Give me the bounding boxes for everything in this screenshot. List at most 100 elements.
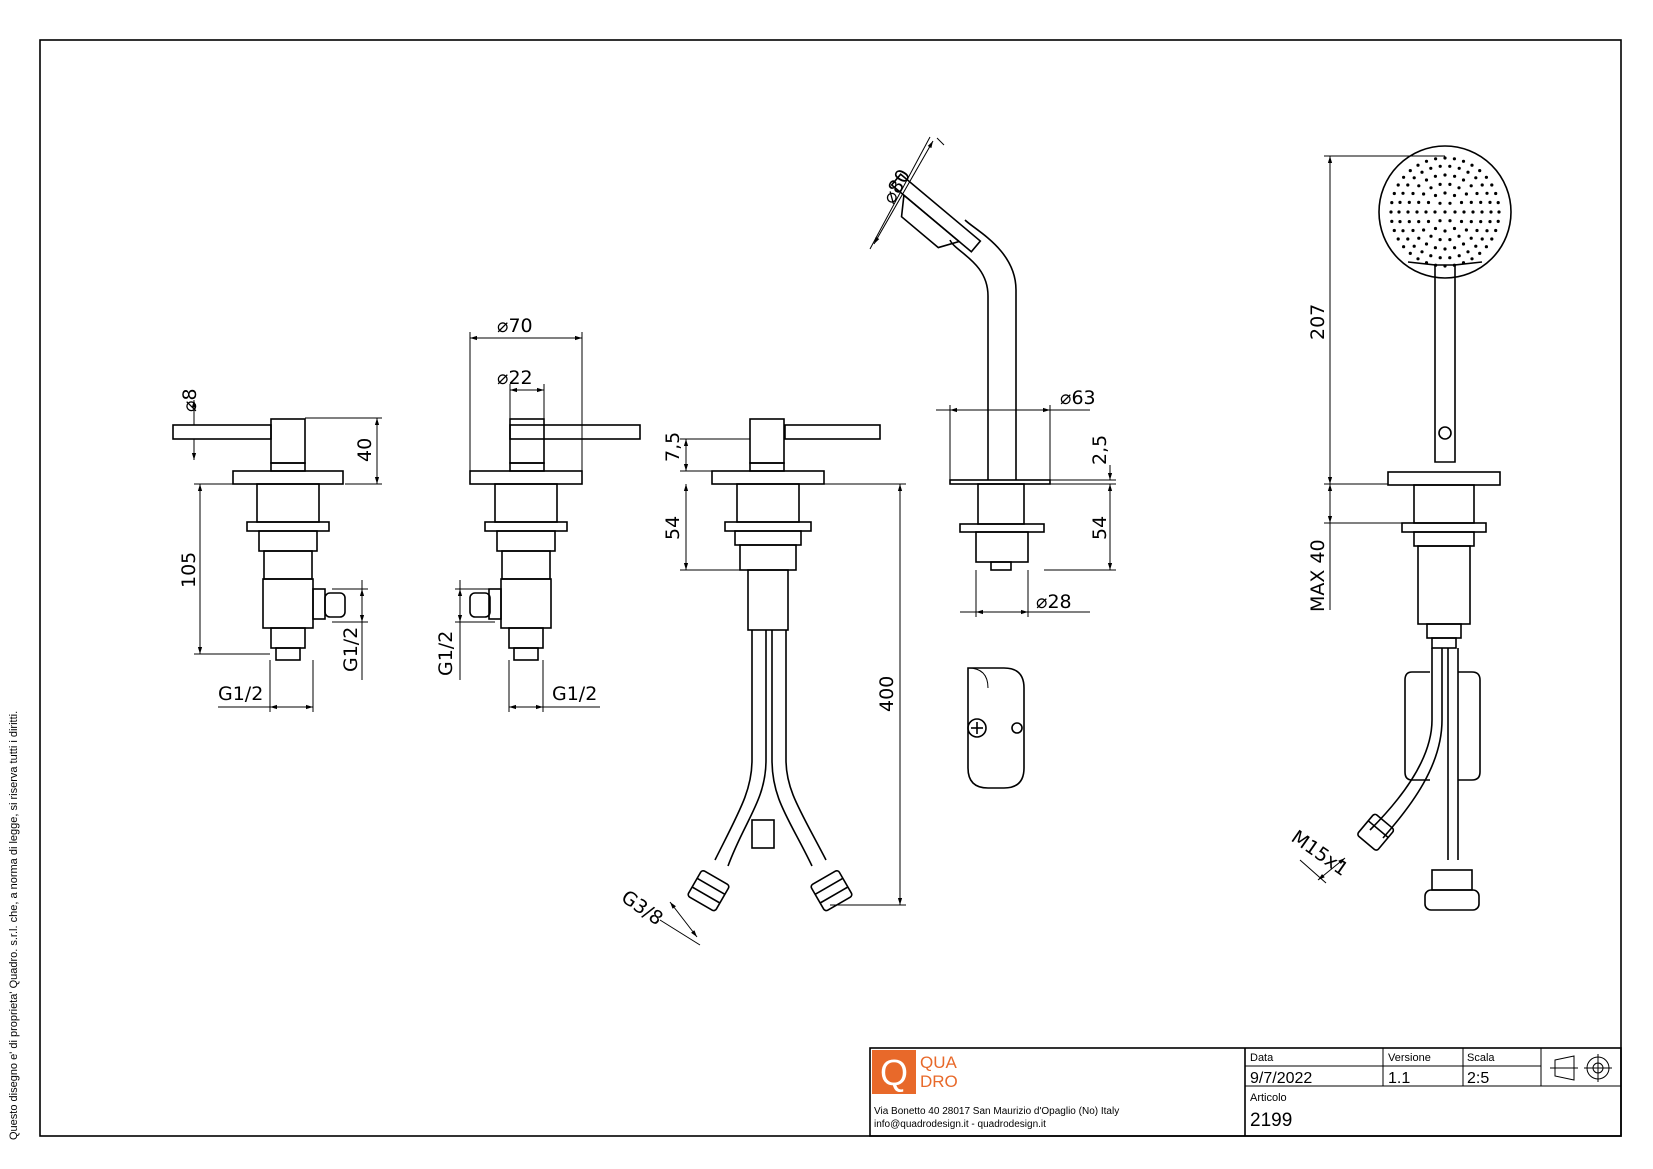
nozzle-dot — [1469, 220, 1473, 224]
quadro-logo: Q QUA DRO — [872, 1050, 958, 1094]
nozzle-dot — [1485, 191, 1489, 195]
nozzle-dot — [1490, 183, 1494, 187]
nozzle-dot — [1434, 157, 1438, 161]
nozzle-dot — [1453, 210, 1457, 214]
nozzle-dot — [1443, 191, 1447, 195]
holder-dims — [869, 136, 1116, 617]
nozzle-dot — [1478, 169, 1482, 173]
dim-g12-mid-bottom: G1/2 — [552, 683, 597, 705]
title-block: Q QUA DRO Via Bonetto 40 28017 San Mauri… — [869, 1047, 1622, 1137]
nozzle-dot — [1415, 210, 1419, 214]
nozzle-dot — [1407, 220, 1411, 224]
nozzle-dot — [1496, 219, 1500, 223]
nozzle-dot — [1480, 237, 1484, 241]
nozzle-dot — [1433, 174, 1437, 178]
nozzle-dot — [1433, 226, 1438, 231]
article-value: 2199 — [1250, 1110, 1292, 1131]
nozzle-dot — [1469, 236, 1473, 240]
nozzle-dot — [1438, 219, 1442, 223]
nozzle-dot — [1497, 210, 1501, 214]
nozzle-dot — [1433, 193, 1438, 198]
nozzle-dot — [1398, 220, 1402, 224]
nozzle-dot — [1422, 192, 1426, 196]
nozzle-dot — [1469, 200, 1473, 204]
nozzle-dot — [1470, 163, 1474, 167]
shower-dims — [1299, 155, 1445, 884]
svg-text:DRO: DRO — [920, 1072, 958, 1091]
nozzle-dot — [1452, 226, 1457, 231]
nozzle-dot — [1443, 264, 1447, 268]
nozzle-dot — [1457, 254, 1461, 258]
dim-d63: ⌀63 — [1060, 387, 1096, 409]
nozzle-dot — [1461, 261, 1466, 265]
dimension-labels: ⌀8 40 105 G1/2 G1/2 ⌀70 ⌀22 G1/2 G1/2 7,… — [178, 166, 1352, 930]
sheet-border — [39, 39, 1622, 1137]
nozzle-dot — [1390, 219, 1394, 223]
nozzle-dot — [1474, 176, 1478, 180]
nozzle-dot — [1401, 229, 1405, 233]
dim-54-holder: 54 — [1089, 516, 1111, 540]
nozzle-dot — [1488, 200, 1492, 204]
nozzle-dot — [1448, 238, 1452, 242]
nozzle-dot — [1475, 228, 1479, 233]
diverter-view — [687, 418, 881, 912]
dim-7-5: 7,5 — [662, 432, 684, 462]
nozzle-dot — [1396, 237, 1400, 241]
nozzle-dot — [1470, 257, 1474, 261]
company-address: Via Bonetto 40 28017 San Maurizio d'Opag… — [874, 1106, 1119, 1117]
plate-top-view — [967, 667, 1025, 789]
nozzle-dot — [1489, 210, 1493, 214]
dim-max40: MAX 40 — [1307, 539, 1329, 612]
nozzle-dot — [1494, 228, 1498, 233]
scale-label: Scala — [1467, 1052, 1495, 1064]
dim-d22: ⌀22 — [497, 367, 533, 389]
nozzle-dot — [1448, 182, 1452, 186]
nozzle-dot — [1389, 210, 1393, 214]
nozzle-dot — [1457, 166, 1461, 170]
nozzle-dot — [1479, 200, 1483, 204]
nozzle-dot — [1443, 210, 1447, 214]
nozzle-dot — [1426, 219, 1431, 224]
nozzle-dot — [1464, 228, 1468, 232]
dim-54-diverter: 54 — [662, 516, 684, 540]
nozzle-dot — [1424, 242, 1429, 246]
nozzle-dot — [1407, 200, 1411, 204]
nozzle-dot — [1426, 200, 1431, 205]
nozzle-dot — [1478, 251, 1482, 255]
article-label: Articolo — [1250, 1092, 1287, 1104]
valve-mid-view — [469, 418, 641, 661]
nozzle-dot — [1461, 178, 1466, 182]
dim-40: 40 — [354, 438, 376, 462]
nozzle-dot — [1424, 178, 1429, 182]
dim-g12-left-bottom: G1/2 — [218, 683, 263, 705]
dim-g12-left-side: G1/2 — [340, 627, 362, 672]
nozzle-dot — [1474, 244, 1478, 248]
dim-d28: ⌀28 — [1036, 591, 1072, 613]
nozzle-dot — [1443, 247, 1447, 251]
nozzle-dot — [1471, 210, 1475, 214]
svg-text:Q: Q — [880, 1052, 908, 1093]
nozzle-dot — [1411, 191, 1415, 196]
nozzle-dot — [1429, 186, 1433, 190]
diverter-dims — [659, 438, 906, 946]
nozzle-dot — [1448, 219, 1452, 223]
company-contacts: info@quadrodesign.it - quadrodesign.it — [874, 1119, 1046, 1130]
nozzle-dot — [1453, 174, 1457, 178]
nozzle-dot — [1438, 201, 1442, 205]
valve-left-view — [172, 418, 346, 661]
nozzle-dot — [1390, 201, 1394, 205]
valve-mid-dims — [455, 332, 600, 712]
dim-d80: ⌀80 — [878, 166, 915, 208]
nozzle-dot — [1475, 191, 1479, 196]
nozzle-dot — [1408, 251, 1412, 255]
nozzle-dot — [1488, 220, 1492, 224]
dim-d8: ⌀8 — [179, 388, 201, 412]
nozzle-dot — [1433, 246, 1437, 250]
nozzle-dot — [1484, 245, 1488, 249]
nozzle-dot — [1484, 175, 1488, 179]
nozzle-dot — [1397, 210, 1401, 214]
nozzle-dot — [1461, 242, 1466, 246]
dim-207: 207 — [1307, 304, 1329, 340]
holder-view — [890, 173, 1051, 571]
nozzle-dot — [1438, 238, 1442, 242]
